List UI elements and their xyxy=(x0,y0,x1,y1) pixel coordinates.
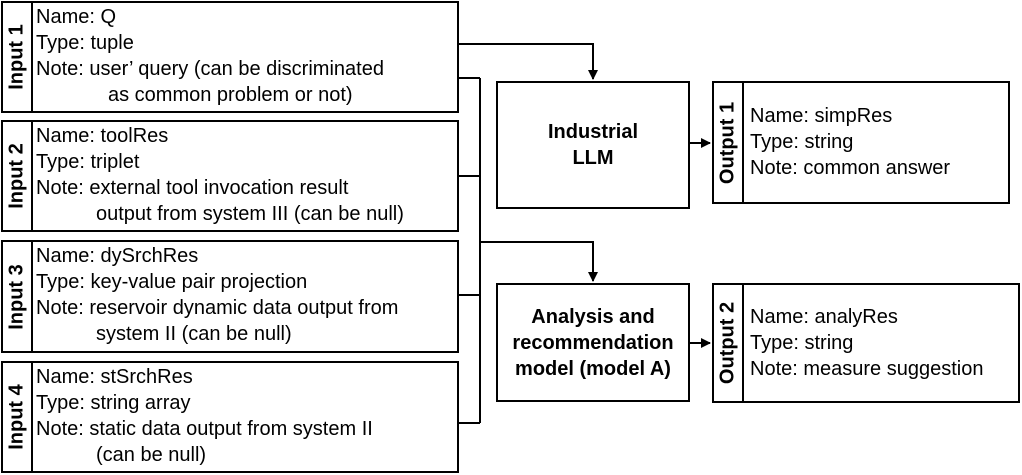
analysis-model-line-3: model (model A) xyxy=(515,357,671,380)
input-2-note-continued: output from system III (can be null) xyxy=(96,203,404,225)
input-1-tab-label: Input 1 xyxy=(5,24,28,90)
input-1-note-continued: as common problem or not) xyxy=(108,84,353,106)
input-3-note-continued: system II (can be null) xyxy=(96,323,292,345)
output-2-box: Output 2 Name: analyRes Type: string Not… xyxy=(712,283,1020,403)
industrial-llm-box: Industrial LLM xyxy=(496,81,690,209)
output-2-type: Type: string xyxy=(750,332,854,354)
industrial-llm-label: Industrial LLM xyxy=(548,119,638,171)
output-1-note: Note: common answer xyxy=(750,157,951,179)
input-2-tab: Input 2 xyxy=(3,122,33,230)
input-4-type: Type: string array xyxy=(36,392,191,414)
output-2-tab: Output 2 xyxy=(714,285,744,401)
input-3-name: Name: dySrchRes xyxy=(36,245,199,267)
industrial-llm-line-2: LLM xyxy=(572,147,614,169)
analysis-model-line-1: Analysis and xyxy=(531,305,655,328)
input-2-content: Name: toolRes Type: triplet Note: extern… xyxy=(36,123,453,227)
input-3-type: Type: key-value pair projection xyxy=(36,271,308,293)
input-2-box: Input 2 Name: toolRes Type: triplet Note… xyxy=(1,120,459,232)
output-2-name: Name: analyRes xyxy=(750,306,898,328)
input-4-content: Name: stSrchRes Type: string array Note:… xyxy=(36,364,453,468)
input-4-name: Name: stSrchRes xyxy=(36,366,193,388)
input-4-box: Input 4 Name: stSrchRes Type: string arr… xyxy=(1,361,459,473)
input-4-tab-label: Input 4 xyxy=(5,384,28,450)
industrial-llm-line-1: Industrial xyxy=(547,121,638,143)
input-2-note: Note: external tool invocation result xyxy=(36,177,349,199)
input-1-to-llm-arrow xyxy=(459,43,598,80)
input-2-name: Name: toolRes xyxy=(36,125,169,147)
input-1-tab: Input 1 xyxy=(3,3,33,111)
input-3-tab-label: Input 3 xyxy=(5,263,28,330)
input-1-name: Name: Q xyxy=(36,6,117,28)
input-1-box: Input 1 Name: Q Type: tuple Note: user’ … xyxy=(1,1,459,113)
input-4-note-continued: (can be null) xyxy=(96,444,207,466)
analysis-model-box: Analysis and recommendation model (model… xyxy=(496,283,690,402)
input-1-type: Type: tuple xyxy=(36,32,134,54)
input-3-box: Input 3 Name: dySrchRes Type: key-value … xyxy=(1,240,459,353)
output-1-content: Name: simpRes Type: string Note: common … xyxy=(750,103,1004,181)
input-4-tab: Input 4 xyxy=(3,363,33,471)
input-1-note: Note: user’ query (can be discriminated xyxy=(36,58,384,80)
input-4-note: Note: static data output from system II xyxy=(36,418,373,440)
input-2-tab-label: Input 2 xyxy=(5,143,28,209)
output-2-note: Note: measure suggestion xyxy=(750,358,984,380)
output-2-tab-label: Output 2 xyxy=(716,301,739,385)
output-1-tab: Output 1 xyxy=(714,83,744,202)
output-1-type: Type: string xyxy=(750,131,854,153)
analysis-model-line-2: recommendation xyxy=(512,331,674,354)
analysis-model-label: Analysis and recommendation model (model… xyxy=(512,304,673,382)
bus-to-analysis-model-arrow xyxy=(480,241,598,282)
output-1-name: Name: simpRes xyxy=(750,105,893,127)
input-2-type: Type: triplet xyxy=(36,151,140,173)
output-1-box: Output 1 Name: simpRes Type: string Note… xyxy=(712,81,1010,204)
input-3-tab: Input 3 xyxy=(3,242,33,351)
output-1-tab-label: Output 1 xyxy=(716,101,739,184)
input-3-content: Name: dySrchRes Type: key-value pair pro… xyxy=(36,243,453,347)
output-2-content: Name: analyRes Type: string Note: measur… xyxy=(750,304,1014,382)
input-3-note: Note: reservoir dynamic data output from xyxy=(36,297,399,319)
input-1-content: Name: Q Type: tuple Note: user’ query (c… xyxy=(36,4,453,108)
